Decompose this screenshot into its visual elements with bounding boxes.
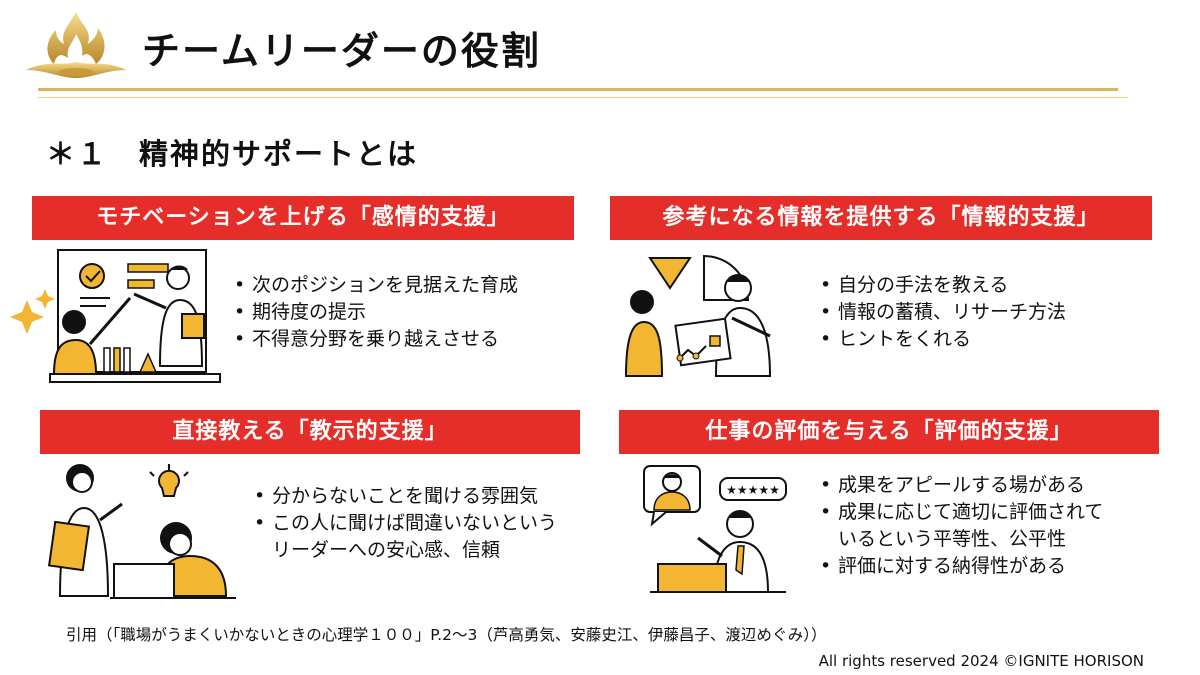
list-item: 情報の蓄積、リサーチ方法 [820, 299, 1066, 326]
title-underline [38, 88, 1118, 91]
list-item: ヒントをくれる [820, 326, 1066, 353]
team-lab-illustration [10, 249, 221, 383]
evaluation-illustration: ★★★★★ [643, 465, 787, 593]
card-instructional-support-list: 分からないことを聞ける雰囲気 この人に聞けば間違いないという リーダーへの安心感… [254, 483, 557, 564]
list-item: いるという平等性、公平性 [838, 528, 1067, 550]
list-item: 成果に応じて適切に評価されて [820, 499, 1103, 526]
page-title: チームリーダーの役割 [142, 28, 541, 73]
info-sharing-illustration [624, 254, 772, 377]
list-item: この人に聞けば間違いないという [254, 510, 557, 537]
list-item: 自分の手法を教える [820, 272, 1066, 299]
copyright: All rights reserved 2024 ©IGNITE HORISON [818, 652, 1144, 670]
list-item: 不得意分野を乗り越えさせる [234, 326, 518, 353]
list-item: 期待度の提示 [234, 299, 518, 326]
list-item: リーダーへの安心感、信頼 [272, 539, 501, 561]
section-title: ＊１ 精神的サポートとは [46, 137, 419, 171]
card-instructional-support-heading: 直接教える「教示的支援」 [40, 410, 580, 454]
card-informational-support-heading: 参考になる情報を提供する「情報的支援」 [610, 196, 1152, 240]
card-evaluative-support-list: 成果をアピールする場がある 成果に応じて適切に評価されて いるという平等性、公平… [820, 472, 1103, 580]
list-item: 成果をアピールする場がある [820, 472, 1103, 499]
title-underline-thin [38, 97, 1128, 98]
card-emotional-support-list: 次のポジションを見据えた育成 期待度の提示 不得意分野を乗り越えさせる [234, 272, 518, 353]
list-item: 次のポジションを見据えた育成 [234, 272, 518, 299]
teaching-illustration [47, 464, 236, 599]
card-evaluative-support-heading: 仕事の評価を与える「評価的支援」 [619, 410, 1159, 454]
card-informational-support-list: 自分の手法を教える 情報の蓄積、リサーチ方法 ヒントをくれる [820, 272, 1066, 353]
flame-logo-icon [26, 12, 126, 78]
citation: 引用（「職場がうまくいかないときの心理学１００」P.2〜3（芦高勇気、安藤史江、… [66, 626, 827, 644]
list-item: 評価に対する納得性がある [820, 553, 1103, 580]
svg-text:★★★★★: ★★★★★ [726, 483, 780, 497]
card-emotional-support-heading: モチベーションを上げる「感情的支援」 [32, 196, 574, 240]
list-item: 分からないことを聞ける雰囲気 [254, 483, 557, 510]
